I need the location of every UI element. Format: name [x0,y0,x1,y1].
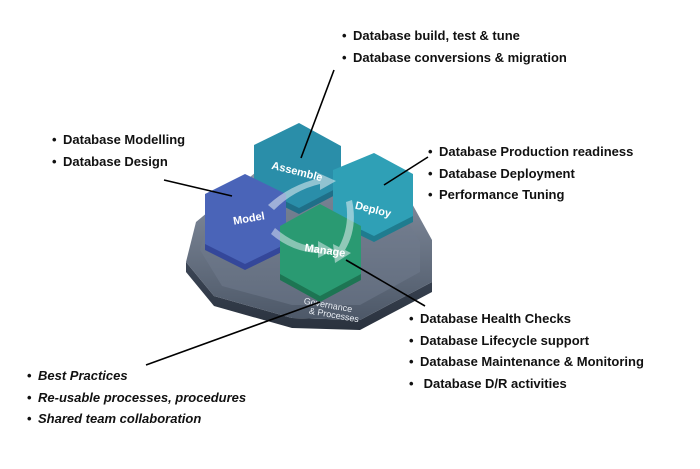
assemble-callout-list: •Database build, test & tune •Database c… [342,25,567,68]
flow-arrow-left [271,228,334,258]
list-item: •Database build, test & tune [342,28,520,43]
connector-deploy [383,156,429,186]
connector-model [163,179,233,197]
list-item: •Database Lifecycle support [409,332,590,348]
connector-manage [345,259,426,307]
list-item: •Database conversions & migration [342,49,567,65]
flow-arrow-top [268,172,336,210]
list-item: •Database Modelling [52,132,186,147]
list-item: •Database Deployment [428,165,575,181]
list-item: •Best Practices [27,368,128,383]
list-item: •Performance Tuning [428,187,565,202]
base-side [186,262,432,330]
governance-callout-list: •Best Practices •Re-usable processes, pr… [27,365,246,430]
connector-governance [145,301,321,366]
list-item: •Database Health Checks [409,311,572,326]
list-item: •Database Production readiness [428,144,634,159]
flow-arrow-right [333,200,354,263]
manage-callout-list: •Database Health Checks •Database Lifecy… [409,308,644,394]
hex-model [205,174,286,270]
list-item: •Shared team collaboration [27,411,202,426]
hex-label-model: Model [232,210,265,227]
list-item: •Re-usable processes, procedures [27,389,247,405]
list-item: •Database Design [52,153,168,169]
model-callout-list: •Database Modelling •Database Design [52,129,185,172]
connector-assemble [300,69,335,159]
list-item: •Database Maintenance & Monitoring [409,354,644,369]
list-item: • Database D/R activities [409,375,567,391]
deploy-callout-list: •Database Production readiness •Database… [428,141,633,206]
hex-label-manage: Manage [304,242,346,260]
